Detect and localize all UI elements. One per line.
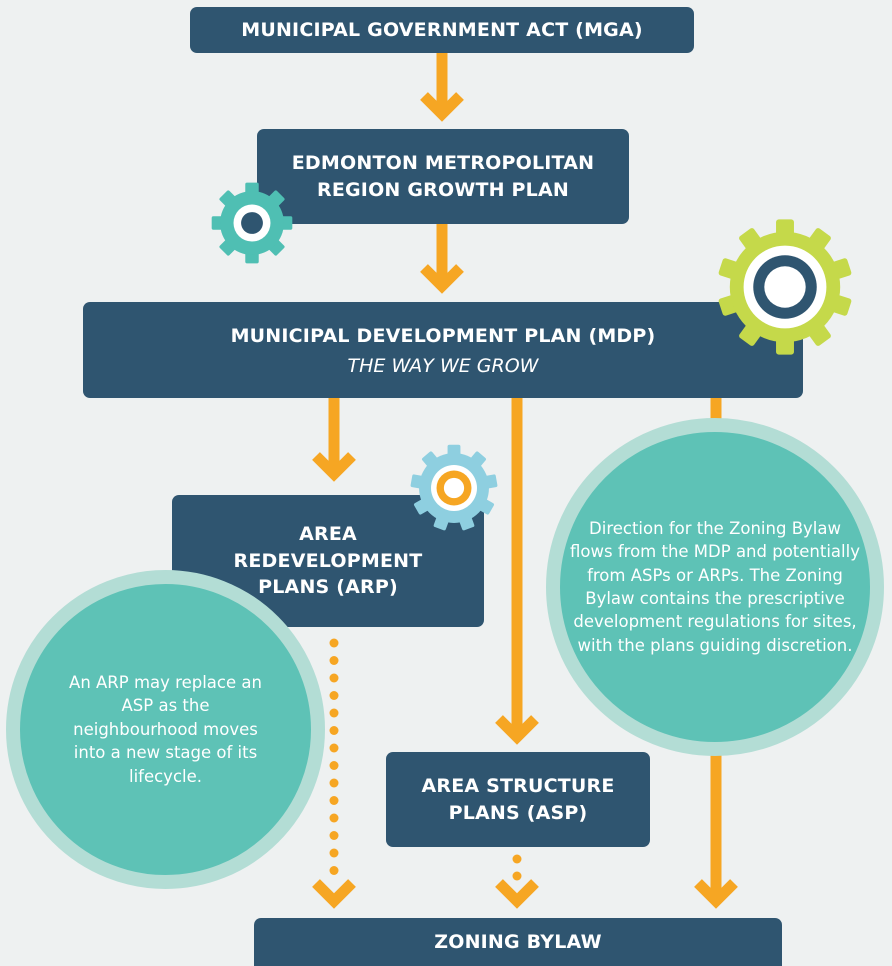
connector-dot: [329, 778, 339, 788]
connector-dot: [329, 796, 339, 805]
dotted-connectors: [329, 638, 522, 881]
note-circle-arp: An ARP may replace an ASP as the neighbo…: [6, 570, 325, 889]
connector-dot: [329, 848, 339, 858]
connector-dot: [329, 708, 339, 718]
note-circle-zoning: Direction for the Zoning Bylaw flows fro…: [546, 418, 884, 756]
connector-dot: [329, 726, 339, 735]
box-mga-label: MUNICIPAL GOVERNMENT ACT (MGA): [241, 18, 643, 41]
gear-icon-lime: [718, 219, 852, 355]
connector-dot: [512, 871, 522, 881]
arrow-head: [495, 715, 539, 745]
box-arp-label: AREA REDEVELOPMENT PLANS (ARP): [233, 522, 423, 599]
connector-dot: [329, 638, 339, 648]
box-mdp: MUNICIPAL DEVELOPMENT PLAN (MDP) THE WAY…: [83, 302, 803, 398]
connector-dot: [329, 831, 339, 840]
connector-dot: [329, 656, 339, 665]
arrow-head: [420, 92, 464, 122]
box-zoning: ZONING BYLAW: [254, 918, 782, 966]
connector-dot: [512, 854, 522, 864]
box-growth-plan-label: EDMONTON METROPOLITAN REGION GROWTH PLAN: [291, 151, 595, 201]
arrow-head: [312, 452, 356, 482]
box-zoning-label: ZONING BYLAW: [434, 930, 602, 953]
arrow-head: [694, 879, 738, 909]
arrow-head-arp-to-zoning: [312, 879, 356, 909]
box-asp-label: AREA STRUCTURE PLANS (ASP): [421, 774, 615, 824]
note-zoning-text: Direction for the Zoning Bylaw flows fro…: [570, 518, 860, 655]
arrow-head: [420, 264, 464, 294]
arrow-head-asp-to-zoning: [495, 879, 539, 909]
box-mdp-subtitle: THE WAY WE GROW: [347, 355, 539, 378]
gear-icon-teal: [211, 182, 293, 264]
box-mdp-label: MUNICIPAL DEVELOPMENT PLAN (MDP): [230, 324, 656, 347]
connector-dot: [329, 673, 339, 683]
note-arp-text: An ARP may replace an ASP as the neighbo…: [69, 672, 262, 786]
connector-dot: [329, 866, 339, 875]
connector-dot: [329, 761, 339, 770]
box-mga: MUNICIPAL GOVERNMENT ACT (MGA): [190, 7, 694, 53]
connector-dot: [329, 691, 339, 700]
box-growth-plan: EDMONTON METROPOLITAN REGION GROWTH PLAN: [257, 129, 629, 224]
connector-dot: [329, 813, 339, 823]
box-asp: AREA STRUCTURE PLANS (ASP): [386, 752, 650, 847]
gear-icon-light-blue: [410, 444, 498, 531]
connector-dot: [329, 743, 339, 753]
